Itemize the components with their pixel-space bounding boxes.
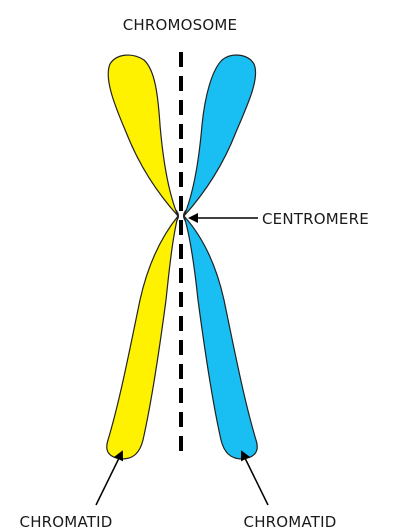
chromatid-left-label: CHROMATID — [20, 513, 113, 531]
chromatid-right-arrow-icon — [242, 452, 268, 505]
centromere-label: CENTROMERE — [262, 210, 369, 228]
chromatid-right-label: CHROMATID — [244, 513, 337, 531]
chromatid-left-arrow-icon — [96, 452, 122, 505]
right-chromatid-upper-arm — [184, 55, 256, 216]
left-chromatid-lower-arm — [107, 216, 178, 459]
left-chromatid-upper-arm — [108, 55, 178, 216]
right-chromatid-lower-arm — [184, 216, 257, 459]
chromosome-title: CHROMOSOME — [123, 16, 237, 34]
